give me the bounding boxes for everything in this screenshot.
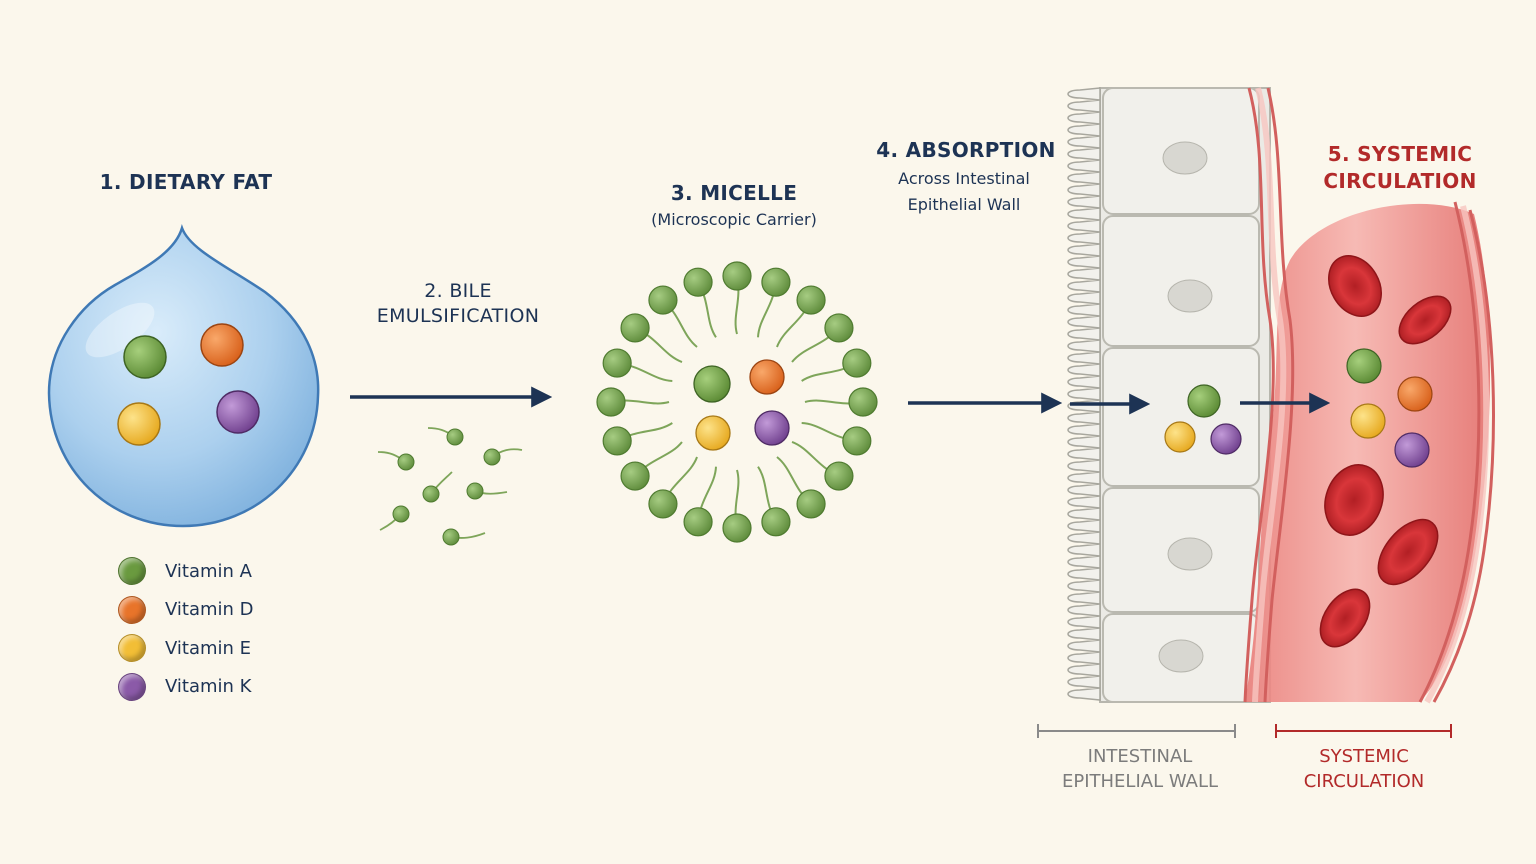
phospholipid-head <box>648 285 678 315</box>
vitamin-e-in-fat <box>117 402 161 446</box>
legend-label-vitamin-k: Vitamin K <box>165 676 252 698</box>
phospholipid-head <box>596 387 626 417</box>
phospholipid-head <box>602 426 632 456</box>
vitamin-e-in-micelle <box>695 415 731 451</box>
vitamin-k-dot-icon <box>118 672 146 701</box>
blood-vessel <box>1243 87 1495 704</box>
phospholipid-head <box>796 489 826 519</box>
microvilli-brush-border <box>1067 87 1101 701</box>
phospholipid-head <box>824 313 854 343</box>
circulation-bracket <box>1275 724 1452 738</box>
legend-item-vitamin-e: Vitamin E <box>118 629 254 668</box>
phospholipid-head <box>761 507 791 537</box>
step-2-title-line2: EMULSIFICATION <box>376 305 540 327</box>
cell-nucleus <box>1162 141 1208 175</box>
red-blood-cell <box>1324 464 1384 536</box>
cell-nucleus <box>1167 279 1213 313</box>
circulation-label-line1: SYSTEMIC <box>1319 746 1409 767</box>
legend-item-vitamin-d: Vitamin D <box>118 591 254 630</box>
step-2-title-line1: 2. BILE <box>424 280 492 302</box>
micelle <box>596 261 878 543</box>
phospholipid-head <box>722 261 752 291</box>
vitamins-in-blood <box>1346 348 1433 468</box>
phospholipid-head <box>824 461 854 491</box>
phospholipid-head <box>602 348 632 378</box>
cell-nucleus <box>1167 537 1213 571</box>
step-3-title: 3. MICELLE <box>670 181 798 205</box>
phospholipid-head <box>761 267 791 297</box>
legend-label-vitamin-e: Vitamin E <box>165 637 252 659</box>
red-blood-cell <box>1398 295 1452 345</box>
phospholipid-head <box>620 461 650 491</box>
step-4-subtitle-line2: Epithelial Wall <box>907 195 1021 214</box>
phospholipid-head <box>796 285 826 315</box>
epithelial-wall <box>1067 87 1271 703</box>
vitamin-k-in-micelle <box>754 410 790 446</box>
cell-nucleus <box>1158 639 1204 673</box>
phospholipid-head <box>848 387 878 417</box>
epithelial-wall-label-line1: INTESTINAL <box>1087 746 1193 767</box>
red-blood-cell <box>1319 588 1371 648</box>
red-blood-cell <box>1328 255 1382 317</box>
epithelial-wall-label-line2: EPITHELIAL WALL <box>1061 771 1219 792</box>
phospholipid-head <box>648 489 678 519</box>
fat-globule <box>47 223 320 528</box>
phospholipid-head <box>683 507 713 537</box>
legend-item-vitamin-a: Vitamin A <box>118 552 254 591</box>
vitamin-a-in-micelle <box>693 365 731 403</box>
vitamin-e-dot-icon <box>118 634 146 663</box>
circulation-label-line2: CIRCULATION <box>1303 771 1425 792</box>
vitamin-d-in-fat <box>200 323 244 367</box>
step-4-subtitle-line1: Across Intestinal <box>898 169 1030 188</box>
step-5-title-line2: CIRCULATION <box>1323 169 1477 193</box>
legend-item-vitamin-k: Vitamin K <box>118 668 254 707</box>
epithelial-bracket <box>1037 724 1236 738</box>
legend-label-vitamin-d: Vitamin D <box>165 599 254 621</box>
vitamin-k-in-fat <box>216 390 260 434</box>
vitamin-legend: Vitamin A Vitamin D Vitamin E Vitamin K <box>118 552 254 706</box>
step-5-title-line1: 5. SYSTEMIC <box>1327 142 1473 166</box>
bile-salts <box>377 427 523 546</box>
vitamin-d-dot-icon <box>118 595 146 624</box>
vitamin-a-in-fat <box>123 335 167 379</box>
vitamins-in-cell <box>1164 384 1242 455</box>
phospholipid-head <box>683 267 713 297</box>
step-3-subtitle: (Microscopic Carrier) <box>651 210 817 229</box>
phospholipid-head <box>620 313 650 343</box>
phospholipid-head <box>722 513 752 543</box>
phospholipid-head <box>842 426 872 456</box>
vitamin-a-dot-icon <box>118 557 146 586</box>
step-1-title: 1. DIETARY FAT <box>99 170 273 194</box>
red-blood-cell <box>1377 518 1439 586</box>
vitamin-d-in-micelle <box>749 359 785 395</box>
legend-label-vitamin-a: Vitamin A <box>165 560 252 582</box>
phospholipid-head <box>842 348 872 378</box>
step-4-title: 4. ABSORPTION <box>876 138 1056 162</box>
